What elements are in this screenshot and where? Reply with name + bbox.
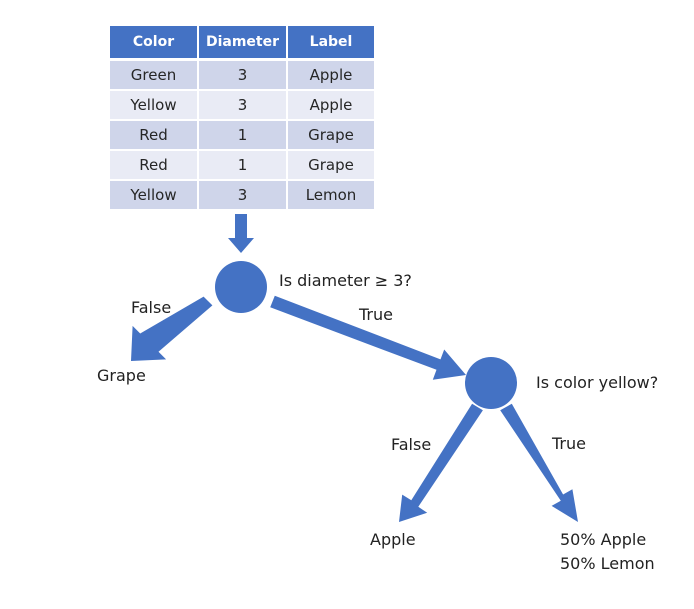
table-cell-color: Red bbox=[110, 121, 199, 151]
table-cell-label: Apple bbox=[288, 91, 374, 121]
table-row: Red 1 Grape bbox=[110, 151, 374, 181]
column-header-color: Color bbox=[110, 26, 199, 61]
root-false-edge-label: False bbox=[131, 298, 172, 317]
child-question-label: Is color yellow? bbox=[536, 373, 659, 392]
table-row: Red 1 Grape bbox=[110, 121, 374, 151]
table-row: Yellow 3 Apple bbox=[110, 91, 374, 121]
root-decision-node bbox=[215, 261, 267, 313]
table-cell-diameter: 1 bbox=[199, 121, 288, 151]
table-cell-color: Yellow bbox=[110, 91, 199, 121]
table-row: Green 3 Apple bbox=[110, 61, 374, 91]
child-true-leaf-line1: 50% Apple bbox=[560, 530, 647, 549]
column-header-label: Label bbox=[288, 26, 374, 61]
child-true-arrow bbox=[500, 403, 578, 522]
table-cell-diameter: 1 bbox=[199, 151, 288, 181]
root-true-edge-label: True bbox=[359, 305, 393, 324]
table-header-row: Color Diameter Label bbox=[110, 26, 374, 61]
table-cell-color: Red bbox=[110, 151, 199, 181]
child-false-arrow bbox=[399, 403, 483, 522]
table-cell-diameter: 3 bbox=[199, 61, 288, 91]
table-cell-label: Lemon bbox=[288, 181, 374, 211]
table-cell-diameter: 3 bbox=[199, 91, 288, 121]
root-question-label: Is diameter ≥ 3? bbox=[279, 271, 412, 290]
root-false-arrow bbox=[131, 296, 213, 361]
table-cell-label: Apple bbox=[288, 61, 374, 91]
root-true-arrow bbox=[270, 295, 466, 380]
table-cell-diameter: 3 bbox=[199, 181, 288, 211]
column-header-diameter: Diameter bbox=[199, 26, 288, 61]
table-cell-label: Grape bbox=[288, 121, 374, 151]
table-cell-color: Yellow bbox=[110, 181, 199, 211]
root-false-leaf-label: Grape bbox=[97, 366, 146, 385]
child-false-leaf-label: Apple bbox=[370, 530, 416, 549]
table-cell-color: Green bbox=[110, 61, 199, 91]
child-true-leaf-line2: 50% Lemon bbox=[560, 554, 655, 573]
table-row: Yellow 3 Lemon bbox=[110, 181, 374, 211]
child-true-edge-label: True bbox=[552, 434, 586, 453]
table-to-root-arrow bbox=[228, 214, 254, 253]
training-data-table: Color Diameter Label Green 3 Apple Yello… bbox=[110, 26, 374, 211]
child-decision-node bbox=[465, 357, 517, 409]
table-cell-label: Grape bbox=[288, 151, 374, 181]
child-false-edge-label: False bbox=[391, 435, 432, 454]
